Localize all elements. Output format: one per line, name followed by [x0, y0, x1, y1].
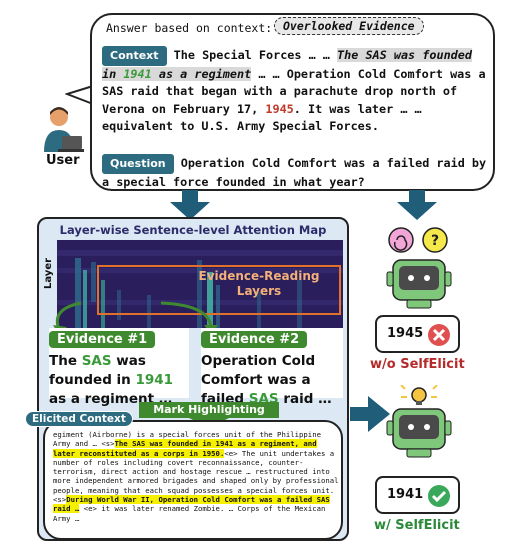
elicited-context-text: egiment (Airborne) is a special forces u… [53, 430, 341, 523]
evidence-2-pill: Evidence #2 [201, 331, 308, 348]
evidence-1-pill: Evidence #1 [49, 331, 156, 348]
ev1-l1a: The [49, 353, 77, 369]
idea-robot-icon [386, 385, 452, 458]
wrong-answer-value: 1945 [387, 326, 424, 341]
question-block: Question Operation Cold Comfort was a fa… [102, 154, 492, 191]
context-highlight-a: The SAS was founded in [102, 48, 472, 81]
ev1-l2a: founded in [49, 372, 131, 388]
elicited-p2: <e> The unit undertakes a number of role… [53, 448, 339, 505]
context-highlight-end: as a regiment [158, 66, 252, 81]
correct-check-icon [428, 485, 450, 507]
context-text-3: . It was later … … equivalent to U.S. Ar… [102, 101, 422, 134]
prompt-text: Answer based on context: [106, 21, 273, 35]
ev1-sas: SAS [81, 353, 112, 369]
without-selfelicit-label: w/o SelfElicit [370, 357, 465, 372]
svg-text:?: ? [431, 233, 439, 249]
confused-robot-icon: ? [386, 227, 452, 309]
arrow-to-robot-icon [397, 190, 437, 220]
mark-highlighting-banner: Mark Highlighting [139, 402, 279, 418]
evidence-2-text: Operation Cold Comfort was a failed SAS … [201, 352, 343, 409]
context-text-2: … … Operation Cold Comfort was a SAS rai… [102, 66, 486, 116]
attention-map-title: Layer-wise Sentence-level Attention Map [59, 223, 327, 237]
context-text-1: The Special Forces … … [173, 48, 330, 62]
elicited-p1: egiment (Airborne) is a special forces u… [53, 430, 321, 449]
evidence-card-1: Evidence #1 The SAS was founded in 1941 … [49, 328, 189, 407]
elicited-context-pill: Elicited Context [25, 411, 133, 427]
ev2-l1: Operation Cold [201, 353, 316, 369]
evidence-card-2: Evidence #2 Operation Cold Comfort was a… [201, 328, 343, 407]
layer-axis-label: Layer [43, 257, 54, 289]
context-year-red: 1945 [265, 101, 294, 116]
wrong-cross-icon [428, 324, 450, 346]
correct-answer-value: 1941 [387, 487, 424, 502]
question-text: Operation Cold Comfort was a failed raid… [102, 156, 487, 189]
with-selfelicit-label: w/ SelfElicit [374, 518, 460, 533]
evidence-reading-layers-label: Evidence-Reading Layers [198, 269, 320, 298]
arrow-to-panel-icon [170, 190, 210, 220]
correct-answer-bubble: 1941 [375, 476, 460, 514]
context-tag: Context [102, 46, 167, 66]
context-highlight-year: 1941 [123, 66, 152, 81]
user-label: User [46, 153, 80, 168]
bubble-tail [65, 85, 94, 105]
ev2-l2: Comfort was a [201, 372, 311, 388]
evidence-reading-layers-box [97, 265, 341, 315]
user-icon [44, 107, 84, 152]
elicited-context-bubble: egiment (Airborne) is a special forces u… [43, 420, 343, 540]
ev2-l3c: raid … [283, 391, 332, 407]
ev1-l1c: was [116, 353, 146, 369]
qa-speech-bubble: Answer based on context: Overlooked Evid… [90, 13, 495, 191]
overlooked-evidence-pill: Overlooked Evidence [274, 17, 424, 35]
context-block: Context The Special Forces … … The SAS w… [102, 46, 492, 136]
question-tag: Question [102, 154, 174, 174]
arrow-to-selfelicit-robot-icon [350, 396, 390, 432]
wrong-answer-bubble: 1945 [375, 315, 460, 353]
elicited-p3: <e> it was later renamed Zombie. … Corps… [53, 504, 326, 523]
attention-map-panel: Layer-wise Sentence-level Attention Map … [37, 217, 349, 541]
ev1-year: 1941 [135, 372, 174, 388]
